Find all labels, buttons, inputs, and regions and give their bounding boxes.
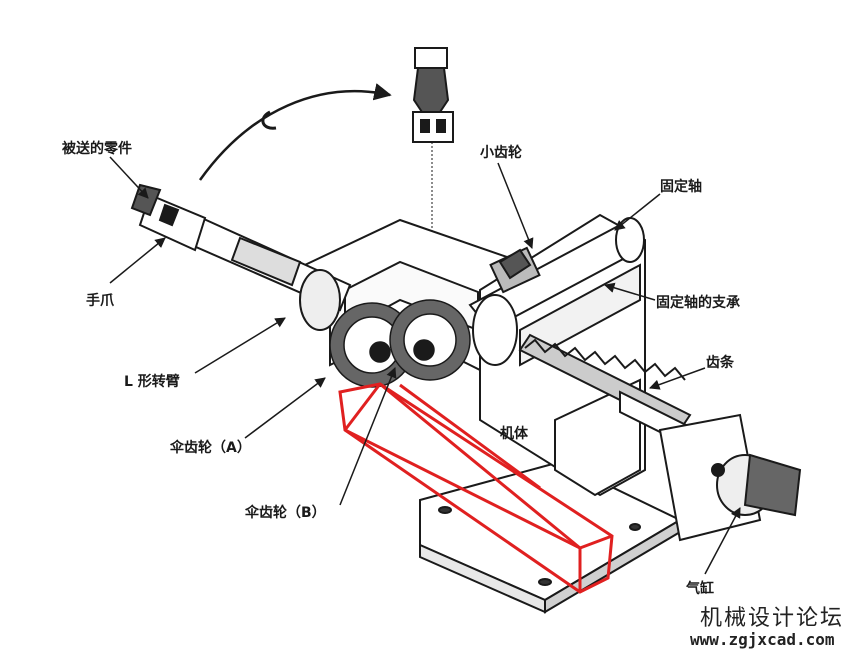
- bevel-gear-b: [389, 299, 471, 381]
- label-part: 被送的零件: [62, 141, 132, 157]
- watermark-url: www.zgjxcad.com: [690, 630, 835, 649]
- label-bevel-a: 伞齿轮（A）: [170, 440, 251, 456]
- air-cylinder: [658, 413, 802, 542]
- label-claw: 手爪: [86, 293, 114, 309]
- label-shaft-support: 固定轴的支承: [656, 295, 740, 311]
- gripper-upper-position: [412, 47, 454, 300]
- rotation-arrow: [198, 83, 392, 181]
- label-l-arm: L 形转臂: [124, 374, 180, 390]
- label-body: 机体: [500, 426, 528, 442]
- label-fixed-shaft: 固定轴: [660, 179, 702, 195]
- leader-lines: [109, 156, 741, 575]
- label-pinion: 小齿轮: [480, 145, 522, 161]
- watermark-title: 机械设计论坛: [700, 606, 845, 631]
- arm-shaft: [130, 183, 352, 331]
- fixed-shaft-assembly: [468, 217, 645, 366]
- label-bevel-b: 伞齿轮（B）: [245, 505, 326, 521]
- label-rack: 齿条: [706, 355, 734, 371]
- label-cylinder: 气缸: [686, 581, 714, 597]
- machine-body: [419, 460, 683, 614]
- red-highlight-annotation: [338, 382, 614, 594]
